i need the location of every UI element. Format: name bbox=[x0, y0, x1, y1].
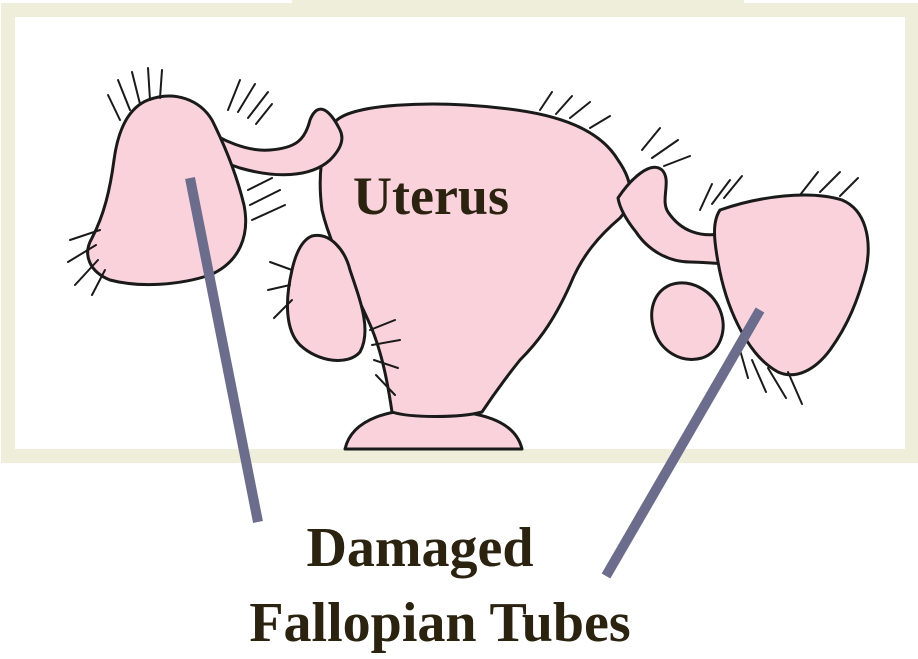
uterus-label: Uterus bbox=[336, 166, 526, 226]
left-fimbria bbox=[88, 96, 246, 285]
damaged-label: Damaged bbox=[240, 517, 600, 579]
fallopian-tubes-label: Fallopian Tubes bbox=[160, 592, 720, 654]
right-ovary bbox=[652, 283, 723, 359]
uterus-body bbox=[320, 104, 630, 416]
